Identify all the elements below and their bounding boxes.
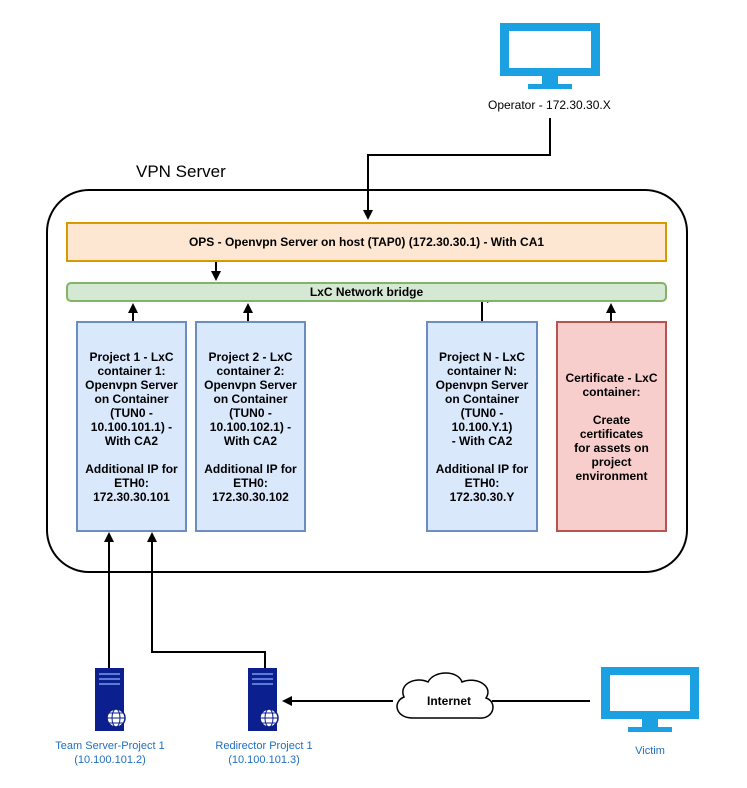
operator-monitor-icon	[500, 23, 600, 89]
lxc-network-bridge: LxC Network bridge	[66, 282, 667, 302]
victim-monitor-icon	[601, 667, 699, 732]
team-server-icon	[95, 668, 126, 731]
redirector-label: Redirector Project 1 (10.100.101.3)	[215, 740, 313, 766]
arrow-operator-to-ops	[363, 118, 551, 220]
project1-container: Project 1 - LxC container 1: Openvpn Ser…	[76, 321, 187, 532]
victim-label: Victim	[635, 745, 665, 757]
operator-label: Operator - 172.30.30.X	[488, 98, 611, 112]
lxc-network-bridge-label: LxC Network bridge	[309, 285, 424, 299]
project1-container-text: Project 1 - LxC container 1: Openvpn Ser…	[85, 349, 178, 504]
certificate-container-text: Certificate - LxC container: Create cert…	[565, 370, 658, 483]
vpn-server-title: VPN Server	[136, 162, 226, 181]
project2-container: Project 2 - LxC container 2: Openvpn Ser…	[195, 321, 306, 532]
projectn-container-text: Project N - LxC container N: Openvpn Ser…	[435, 349, 529, 504]
team-server-label: Team Server-Project 1 (10.100.101.2)	[55, 740, 165, 766]
projectn-container: Project N - LxC container N: Openvpn Ser…	[426, 321, 538, 532]
redirector-server-icon	[248, 668, 279, 731]
arrow-redirector-to-project1	[147, 532, 266, 668]
ops-openvpn-box: OPS - Openvpn Server on host (TAP0) (172…	[66, 222, 667, 262]
ops-openvpn-label: OPS - Openvpn Server on host (TAP0) (172…	[188, 235, 545, 249]
internet-label: Internet	[427, 694, 472, 708]
internet-cloud-icon	[396, 672, 494, 719]
project2-container-text: Project 2 - LxC container 2: Openvpn Ser…	[204, 349, 297, 504]
certificate-container: Certificate - LxC container: Create cert…	[556, 321, 667, 532]
